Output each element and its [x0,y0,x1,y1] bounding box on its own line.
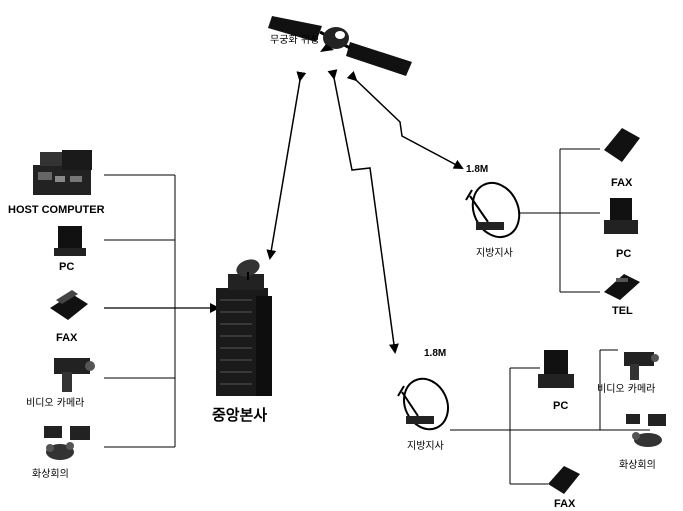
branch-upper-fax-label: FAX [611,177,633,189]
branch-upper-dish-icon [465,181,521,239]
branch-lower-dish-icon [397,377,449,431]
video-camera-icon [54,358,95,392]
headquarters-label: 중앙본사 [212,406,268,424]
video-conference-icon [44,426,90,460]
branch-lower-video-conference-icon [626,414,666,447]
headquarters-building-icon [216,259,272,396]
fax-label: FAX [56,332,78,344]
pc-label: PC [59,261,75,273]
satellite-label: 무궁화 위성 [270,35,320,46]
branch-lower-antenna-size: 1.8M [424,348,447,359]
branch-upper-fax-icon [604,128,640,162]
satellite-icon [268,16,412,76]
link-satellite-branch-lower [327,69,399,354]
branch-upper-bus-lines [518,148,600,293]
branch-lower-pc-label: PC [553,400,569,412]
branch-lower-video-camera-icon [624,352,659,380]
branch-upper-label: 지방지사 [476,248,513,259]
video-conference-label: 화상회의 [32,469,69,480]
branch-lower-fax-label: FAX [554,498,576,510]
branch-lower-bus-lines [450,349,650,485]
branch-upper-pc-label: PC [616,248,632,260]
branch-upper-tel-icon [604,274,640,300]
host-computer-label: HOST COMPUTER [8,204,105,216]
branch-lower-video-camera-label: 비디오 카메라 [597,384,656,395]
branch-upper-antenna-size: 1.8M [466,164,489,175]
link-satellite-branch-upper [346,70,464,169]
host-computer-icon [33,150,92,195]
branch-lower-label: 지방지사 [407,441,444,452]
branch-lower-fax-icon [548,466,580,494]
branch-upper-pc-icon [604,198,638,234]
link-satellite-hq [266,71,307,260]
left-bus-lines [104,174,176,448]
branch-lower-pc-icon [538,350,574,388]
branch-lower-video-conference-label: 화상회의 [619,460,656,471]
pc-icon [54,226,86,256]
fax-icon [50,290,88,320]
branch-upper-tel-label: TEL [612,305,633,317]
video-camera-label: 비디오 카메라 [26,398,85,409]
